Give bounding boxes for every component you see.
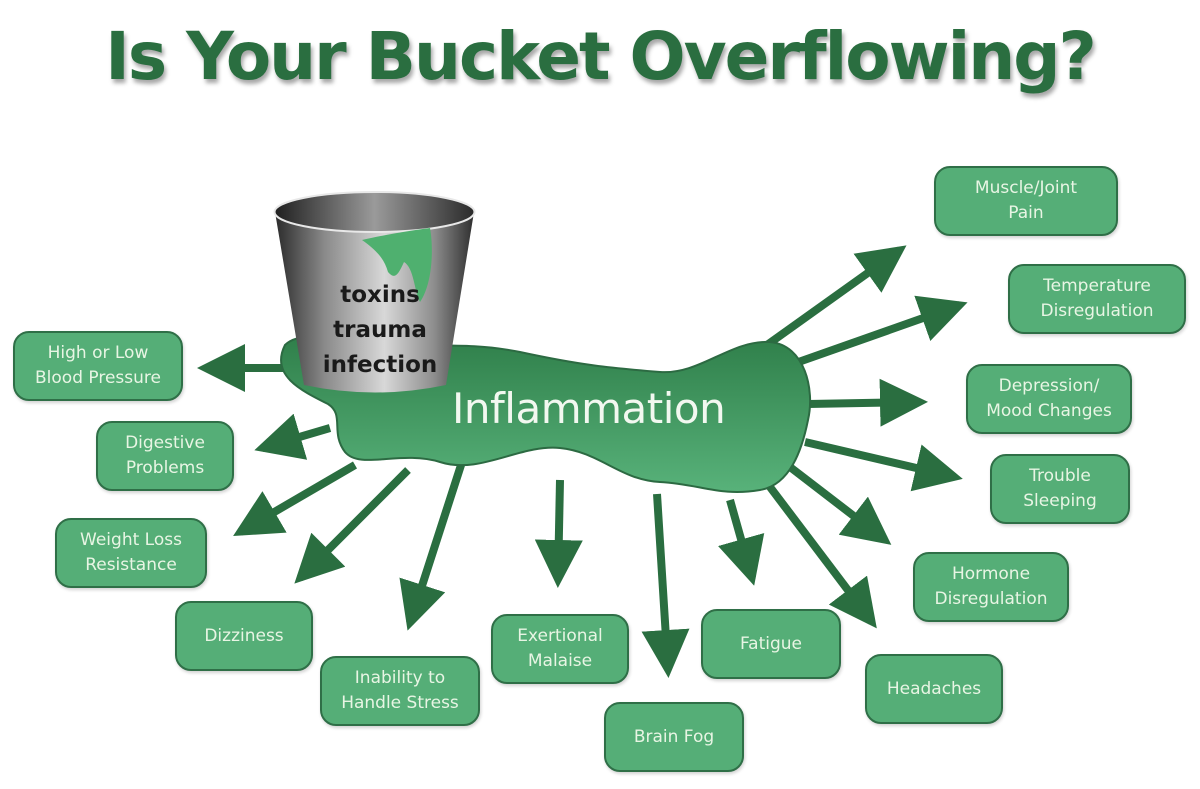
arrow-to-headaches xyxy=(766,484,877,629)
arrow-to-digestive xyxy=(254,413,332,460)
arrows xyxy=(197,245,968,678)
symptom-depression-mood-changes: Depression/ Mood Changes xyxy=(966,364,1132,434)
arrow-to-hormone xyxy=(787,463,892,545)
symptom-brain-fog: Brain Fog xyxy=(604,702,744,772)
bucket-contents: toxins trauma infection xyxy=(322,282,438,378)
arrow-to-inability xyxy=(399,460,466,631)
page-title: Is Your Bucket Overflowing? xyxy=(105,18,1096,95)
symptom-high-or-low-blood-pressure: High or Low Blood Pressure xyxy=(13,331,183,401)
arrow-to-trouble-sleeping xyxy=(804,438,963,492)
symptom-hormone-disregulation: Hormone Disregulation xyxy=(913,552,1069,622)
symptom-headaches: Headaches xyxy=(865,654,1003,724)
symptom-temperature-disregulation: Temperature Disregulation xyxy=(1008,264,1186,334)
arrow-to-dizziness xyxy=(294,467,411,584)
symptom-weight-loss-resistance: Weight Loss Resistance xyxy=(55,518,207,588)
symptom-dizziness: Dizziness xyxy=(175,601,313,671)
arrow-to-brain-fog xyxy=(641,493,690,678)
arrow-to-fatigue xyxy=(718,498,765,586)
arrow-to-weight-loss xyxy=(233,461,358,537)
symptom-trouble-sleeping: Trouble Sleeping xyxy=(990,454,1130,524)
symptom-fatigue: Fatigue xyxy=(701,609,841,679)
symptom-digestive-problems: Digestive Problems xyxy=(96,421,234,491)
arrow-to-muscle-joint-pain xyxy=(757,245,907,354)
bucket-icon xyxy=(273,191,476,393)
inflammation-label: Inflammation xyxy=(452,384,726,433)
arrow-to-depression xyxy=(807,378,928,427)
arrow-to-exertional xyxy=(534,479,583,588)
arrow-to-temperature-disregulation xyxy=(788,295,968,369)
symptom-muscle-joint-pain: Muscle/Joint Pain xyxy=(934,166,1118,236)
symptom-inability-to-handle-stress: Inability to Handle Stress xyxy=(320,656,480,726)
symptom-exertional-malaise: Exertional Malaise xyxy=(491,614,629,684)
